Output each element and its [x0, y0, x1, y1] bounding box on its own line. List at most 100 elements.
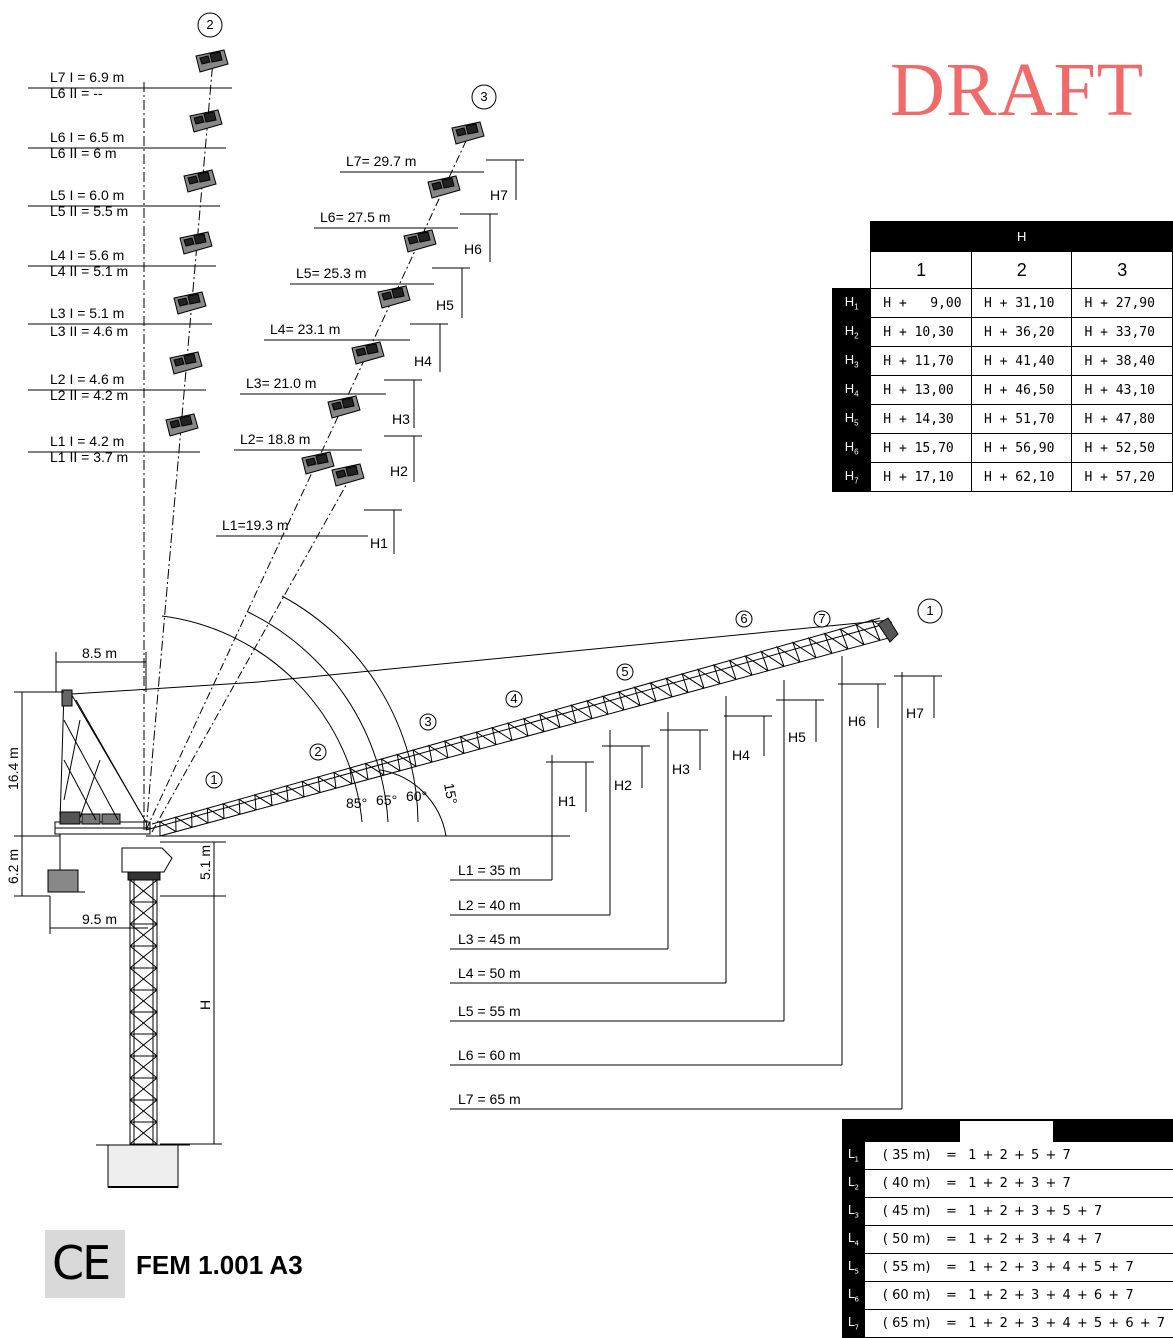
svg-text:5: 5	[621, 664, 628, 679]
h-table-cell: H + 56,90	[970, 433, 1073, 463]
l-row-label: L2	[842, 1169, 865, 1198]
config3-h-label: H1	[370, 535, 388, 551]
config1-h-label: H1	[558, 793, 576, 809]
angle-85: 85°	[346, 795, 367, 811]
l-combination: = 1 + 2 + 3 + 5 + 7	[946, 1197, 1173, 1226]
boom-config-1	[145, 617, 899, 837]
svg-text:2: 2	[206, 17, 213, 32]
l-table-row: L6( 60 m)= 1 + 2 + 3 + 4 + 6 + 7	[842, 1281, 1173, 1310]
svg-text:1: 1	[926, 603, 933, 618]
config2-label-l1: L6 I = 6.5 m	[50, 129, 124, 145]
h-row-label: H1	[831, 288, 872, 318]
config2-label-l1: L5 I = 6.0 m	[50, 187, 124, 203]
svg-text:3: 3	[424, 714, 431, 729]
l-combination: = 1 + 2 + 3 + 7	[946, 1169, 1173, 1198]
config-1-marker: 1	[917, 598, 943, 624]
h-column-1: 1	[870, 251, 972, 289]
boom-config-3	[145, 121, 485, 833]
fem-standard: FEM 1.001 A3	[136, 1250, 303, 1280]
l-table-header	[842, 1119, 1173, 1142]
config1-h-label: H3	[672, 761, 690, 777]
config2-label-l2: L1 II = 3.7 m	[50, 449, 128, 465]
slew-dim: 5.1 m	[197, 845, 213, 880]
h-table-cell: H + 15,70	[870, 433, 972, 463]
boom-section-7: 7	[813, 610, 831, 628]
h-table-cell: H + 17,10	[870, 462, 972, 492]
h-row-label: H6	[831, 433, 872, 463]
l-table-row: L7( 65 m)= 1 + 2 + 3 + 4 + 5 + 6 + 7	[842, 1309, 1173, 1338]
boom-section-5: 5	[616, 663, 634, 681]
l-combination: = 1 + 2 + 3 + 4 + 6 + 7	[946, 1281, 1173, 1310]
draft-watermark: DRAFT	[890, 48, 1145, 132]
l-row-label: L5	[842, 1253, 865, 1282]
svg-text:2: 2	[314, 744, 321, 759]
h-table-cell: H + 14,30	[870, 404, 972, 434]
svg-text:3: 3	[480, 89, 487, 104]
h-table-header: H	[870, 221, 1173, 252]
l-length: ( 65 m)	[864, 1309, 947, 1338]
config1-h-label: H7	[906, 705, 924, 721]
tower-mast	[129, 879, 158, 1167]
h-table-cell: H + 52,50	[1071, 433, 1173, 463]
l-combination: = 1 + 2 + 5 + 7	[946, 1142, 1173, 1170]
config2-label-l1: L3 I = 5.1 m	[50, 305, 124, 321]
h-row-label: H5	[831, 404, 872, 434]
h-table-cell: H + 41,40	[970, 346, 1073, 376]
h-table-cell: H + 43,10	[1071, 375, 1173, 405]
config-2-marker: 2	[197, 12, 223, 38]
h-table-cell: H + 62,10	[970, 462, 1073, 492]
config3-h-label: H5	[436, 297, 454, 313]
h-row-label: H7	[831, 462, 872, 492]
boom-section-6: 6	[735, 610, 753, 628]
h-table-cell: H + 46,50	[970, 375, 1073, 405]
h-row-label: H4	[831, 375, 872, 405]
h-table-cell: H + 9,00	[870, 288, 972, 318]
counter-jib	[47, 811, 173, 893]
ce-mark: CE	[52, 1236, 111, 1290]
l-combination: = 1 + 2 + 3 + 4 + 5 + 6 + 7	[946, 1309, 1173, 1338]
h-table-cell: H + 38,40	[1071, 346, 1173, 376]
config3-label: L6= 27.5 m	[320, 209, 390, 225]
reach-label: L6 = 60 m	[458, 1047, 521, 1063]
tower-top-dim: 16.4 m	[5, 747, 21, 790]
height-dim: H	[197, 1000, 213, 1010]
boom-section-2: 2	[309, 743, 327, 761]
h-column-2: 2	[970, 251, 1073, 289]
svg-text:7: 7	[818, 611, 825, 626]
h-table-cell: H + 10,30	[870, 317, 972, 347]
tail-dim: 9.5 m	[82, 911, 117, 927]
config2-label-l2: L4 II = 5.1 m	[50, 263, 128, 279]
config3-label: L3= 21.0 m	[246, 375, 316, 391]
h-table-cell: H + 11,70	[870, 346, 972, 376]
reach-label: L4 = 50 m	[458, 965, 521, 981]
h-table-cell: H + 13,00	[870, 375, 972, 405]
h-table-cell: H + 31,10	[970, 288, 1073, 318]
base-dim: 6.2 m	[5, 849, 21, 884]
angle-65: 65°	[376, 792, 397, 808]
boom-section-3: 3	[419, 713, 437, 731]
l-row-label: L1	[842, 1142, 865, 1170]
l-length: ( 45 m)	[864, 1197, 947, 1226]
h-row-label: H3	[831, 346, 872, 376]
l-combination: = 1 + 2 + 3 + 4 + 7	[946, 1225, 1173, 1254]
l-table-row: L1( 35 m)= 1 + 2 + 5 + 7	[842, 1142, 1173, 1170]
config3-label: L7= 29.7 m	[346, 153, 416, 169]
l-row-label: L3	[842, 1197, 865, 1226]
config3-label: L4= 23.1 m	[270, 321, 340, 337]
l-length: ( 50 m)	[864, 1225, 947, 1254]
svg-text:6: 6	[740, 611, 747, 626]
config3-h-label: H4	[414, 353, 432, 369]
boom-section-1: 1	[205, 771, 223, 789]
config3-h-label: H6	[464, 241, 482, 257]
l-row-label: L4	[842, 1225, 865, 1254]
config2-label-l1: L2 I = 4.6 m	[50, 371, 124, 387]
config2-label-l2: L6 II = 6 m	[50, 145, 117, 161]
l-length: ( 55 m)	[864, 1253, 947, 1282]
